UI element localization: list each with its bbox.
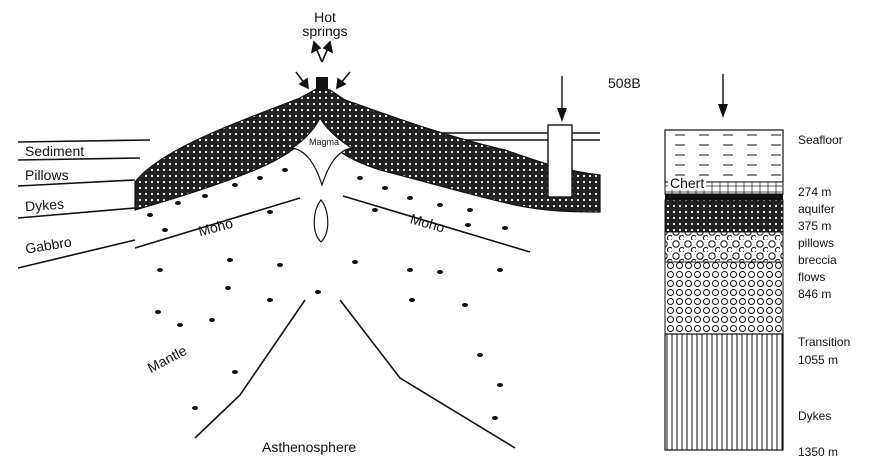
hot-spring-arrows: [296, 42, 350, 91]
inclusions: [147, 168, 508, 420]
aquifer-label: aquifer: [798, 203, 835, 215]
depth-1055-label: 1055 m: [798, 354, 838, 366]
depth-846-label: 846 m: [798, 288, 831, 300]
asthenosphere-boundary: [195, 300, 515, 448]
asthenosphere-label: Asthenosphere: [262, 440, 356, 454]
seafloor-label: Seafloor: [798, 134, 843, 146]
pillows-col-label: pillows: [798, 237, 834, 249]
strat-column: [665, 74, 783, 450]
hot-springs-line2: springs: [302, 23, 347, 39]
magma-label: Magma: [309, 138, 339, 147]
depth-1350-label: 1350 m: [798, 446, 838, 458]
hole-arrow-head: [557, 108, 567, 122]
volcanic-layer: [135, 88, 600, 212]
moho-lines: [135, 196, 530, 252]
depth-375-label: 375 m: [798, 220, 831, 232]
drill-hole: [548, 125, 572, 197]
chert-label: Chert: [668, 176, 706, 190]
dykes-col-label: Dykes: [798, 410, 831, 422]
hot-springs-label: Hot springs: [0, 10, 650, 38]
site-508b-label: 508B: [608, 76, 641, 90]
magma-dyke: [314, 200, 328, 242]
dykes-label: Dykes: [25, 197, 65, 214]
pillows-label: Pillows: [25, 168, 69, 182]
depth-274-label: 274 m: [798, 186, 831, 198]
flows-label: flows: [798, 271, 825, 283]
sediment-label: Sediment: [25, 144, 84, 158]
transition-label: Transition: [798, 336, 850, 348]
breccia-label: breccia: [798, 254, 837, 266]
